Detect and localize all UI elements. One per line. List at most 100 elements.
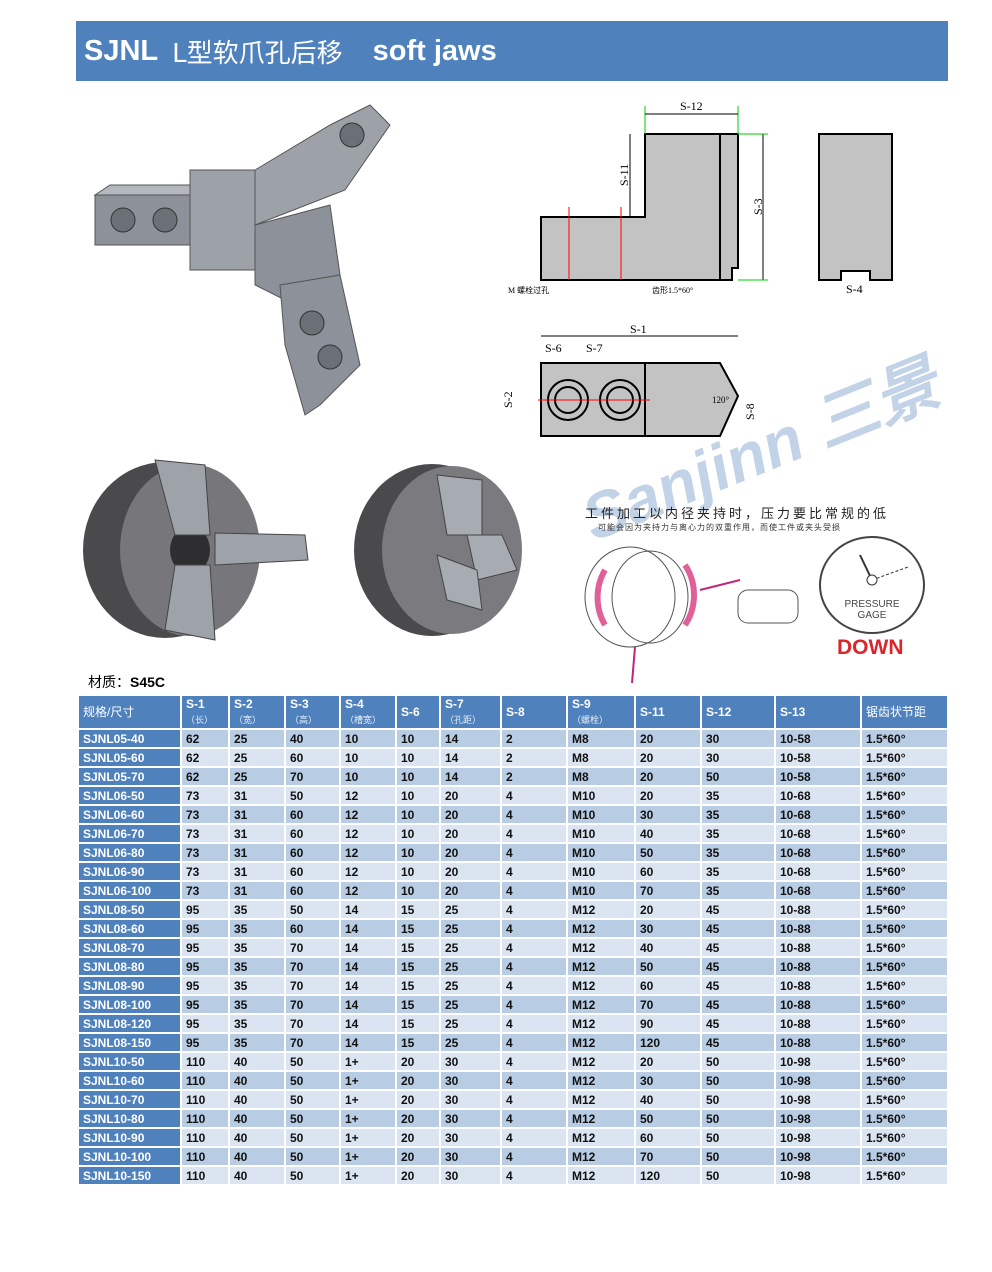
gauge-label-gage: GAGE <box>858 610 887 621</box>
table-cell: 35 <box>230 901 284 918</box>
table-cell: 20 <box>636 1053 700 1070</box>
table-cell: 20 <box>636 768 700 785</box>
table-cell: 30 <box>441 1072 500 1089</box>
table-cell: 35 <box>702 863 774 880</box>
table-cell: 20 <box>397 1053 439 1070</box>
table-cell: 40 <box>230 1148 284 1165</box>
table-cell: 95 <box>182 977 228 994</box>
column-header-label: S-9 <box>572 696 591 711</box>
label-s4: S-4 <box>846 282 863 296</box>
column-header-label: 规格/尺寸 <box>83 704 135 719</box>
table-cell: 15 <box>397 939 439 956</box>
technical-drawing: S-12 S-11 S-3 M 螺栓过孔 齿形1.5*60° S-4 S-1 S… <box>501 99 893 437</box>
table-cell: 20 <box>397 1167 439 1184</box>
table-cell: 31 <box>230 825 284 842</box>
label-tooth: 齿形1.5*60° <box>652 286 693 295</box>
table-cell: 10 <box>397 787 439 804</box>
pressure-illustration: PRESSURE GAGE <box>584 536 925 684</box>
notice-subline: 可能会因为夹持力与离心力的双重作用，而使工件或夹头受损 <box>598 523 841 532</box>
table-cell: 15 <box>397 996 439 1013</box>
table-cell: 10-58 <box>776 768 860 785</box>
label-bolt-hole: M 螺栓过孔 <box>508 285 549 295</box>
table-cell: 20 <box>441 882 500 899</box>
table-cell: 10-88 <box>776 939 860 956</box>
table-cell: 10 <box>397 844 439 861</box>
table-cell: 45 <box>702 939 774 956</box>
column-header-label: 锯齿状节距 <box>866 704 927 719</box>
table-cell: 70 <box>286 939 339 956</box>
column-header-sublabel: （孔距） <box>445 714 482 725</box>
table-cell: 50 <box>636 844 700 861</box>
table-cell: 60 <box>286 825 339 842</box>
table-cell: 1.5*60° <box>862 920 947 937</box>
table-cell: 35 <box>702 844 774 861</box>
table-cell: 95 <box>182 901 228 918</box>
table-cell: 35 <box>230 977 284 994</box>
table-cell: 10-98 <box>776 1129 860 1146</box>
table-cell: 60 <box>636 977 700 994</box>
table-cell: 50 <box>702 1072 774 1089</box>
table-cell: 15 <box>397 1034 439 1051</box>
model-cell: SJNL08-120 <box>79 1015 180 1032</box>
table-cell: 10 <box>397 768 439 785</box>
column-header: S-7（孔距） <box>441 696 500 728</box>
table-cell: 14 <box>441 730 500 747</box>
table-cell: 1.5*60° <box>862 1167 947 1184</box>
gauge-label-pressure: PRESSURE <box>844 599 899 610</box>
table-cell: 73 <box>182 825 228 842</box>
table-cell: 2 <box>502 768 566 785</box>
table-cell: 1+ <box>341 1091 395 1108</box>
table-cell: 10-68 <box>776 882 860 899</box>
table-cell: 30 <box>441 1091 500 1108</box>
table-cell: 25 <box>441 977 500 994</box>
label-angle: 120° <box>712 395 730 405</box>
table-cell: 60 <box>286 920 339 937</box>
table-cell: M12 <box>568 1034 634 1051</box>
table-cell: M10 <box>568 863 634 880</box>
table-cell: 12 <box>341 787 395 804</box>
table-cell: 1.5*60° <box>862 1053 947 1070</box>
table-cell: 73 <box>182 844 228 861</box>
table-cell: 30 <box>636 1072 700 1089</box>
table-cell: 20 <box>636 749 700 766</box>
table-cell: 25 <box>441 1015 500 1032</box>
table-cell: 70 <box>636 882 700 899</box>
table-cell: 10 <box>397 730 439 747</box>
table-cell: 4 <box>502 996 566 1013</box>
table-cell: M12 <box>568 1167 634 1184</box>
model-cell: SJNL08-60 <box>79 920 180 937</box>
table-cell: 120 <box>636 1034 700 1051</box>
table-cell: 10-98 <box>776 1091 860 1108</box>
label-s6: S-6 <box>545 341 562 355</box>
table-cell: 4 <box>502 863 566 880</box>
model-cell: SJNL10-150 <box>79 1167 180 1184</box>
table-cell: 30 <box>441 1110 500 1127</box>
model-cell: SJNL08-150 <box>79 1034 180 1051</box>
table-cell: 35 <box>702 787 774 804</box>
column-header-label: S-3 <box>290 696 309 711</box>
table-cell: 50 <box>286 1053 339 1070</box>
model-cell: SJNL08-100 <box>79 996 180 1013</box>
table-cell: 45 <box>702 1015 774 1032</box>
table-cell: 1.5*60° <box>862 958 947 975</box>
table-cell: 20 <box>636 787 700 804</box>
table-cell: 50 <box>286 1110 339 1127</box>
table-cell: 40 <box>636 1091 700 1108</box>
table-cell: 1.5*60° <box>862 1015 947 1032</box>
table-cell: 14 <box>341 901 395 918</box>
table-cell: 10-68 <box>776 806 860 823</box>
end-view: S-4 <box>818 133 893 296</box>
table-cell: 50 <box>286 1148 339 1165</box>
table-cell: 1.5*60° <box>862 844 947 861</box>
table-cell: 10 <box>397 825 439 842</box>
table-cell: 1.5*60° <box>862 977 947 994</box>
table-cell: 95 <box>182 958 228 975</box>
